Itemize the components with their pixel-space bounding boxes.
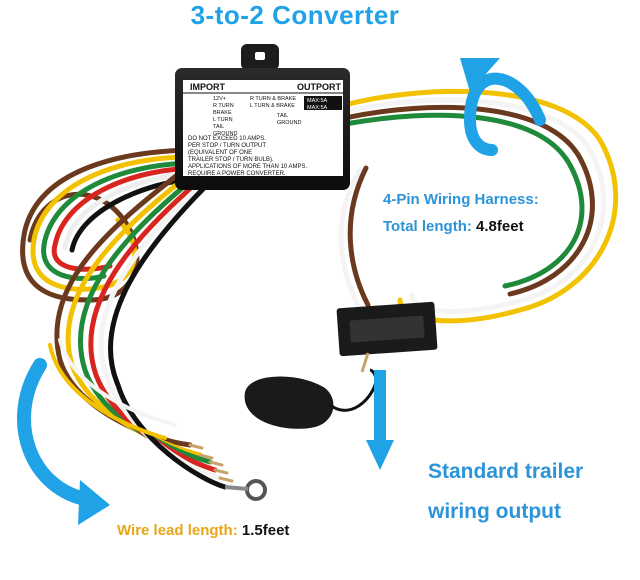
import-header: IMPORT — [190, 82, 226, 92]
harness-callout: 4-Pin Wiring Harness: Total length: 4.8f… — [383, 186, 539, 240]
import-row: 12V+ — [213, 96, 226, 102]
warning-line: REQUIRE A POWER CONVERTER. — [188, 171, 286, 177]
harness-length-value: 4.8feet — [476, 218, 524, 235]
harness-title: 4-Pin Wiring Harness: — [383, 191, 539, 208]
arrow-bottom-left-icon — [17, 358, 110, 525]
lead-length-value: 1.5feet — [241, 522, 290, 539]
import-row: L TURN — [213, 117, 233, 123]
warning-line: PER STOP / TURN OUTPUT — [188, 143, 266, 149]
import-row: BRAKE — [213, 110, 232, 116]
wire-leads — [48, 162, 228, 490]
import-row: TAIL — [213, 124, 224, 130]
output-line-1: Standard trailer — [428, 460, 584, 483]
converter-box — [175, 44, 350, 190]
warning-line: DO NOT EXCEED 10 AMPS. — [188, 136, 266, 142]
output-callout: Standard trailer wiring output — [428, 452, 583, 532]
import-row: GROUND — [213, 131, 237, 137]
warning-line: TRAILER STOP / TURN BULB). — [188, 157, 274, 163]
import-row: R TURN — [213, 103, 234, 109]
lead-length-label: Wire lead length: — [117, 522, 242, 539]
output-line-2: wiring output — [428, 500, 561, 523]
page-title: 3-to-2 Converter — [190, 0, 400, 30]
output-row: L TURN & BRAKE — [250, 103, 295, 109]
warning-line: APPLICATIONS OF MORE THAN 10 AMPS. — [188, 164, 307, 170]
output-header: OUTPORT — [297, 82, 342, 92]
warning-line: (EQUIVALENT OF ONE — [188, 150, 252, 156]
output-harness — [338, 88, 619, 324]
lead-length-callout: Wire lead length: 1.5feet — [117, 522, 289, 539]
arrow-top-right-icon — [460, 58, 546, 156]
max-rating: MAX:5A — [307, 98, 328, 104]
harness-length: Total length: 4.8feet — [383, 213, 539, 240]
harness-length-label: Total length: — [383, 218, 477, 235]
four-pin-connector — [336, 301, 438, 373]
output-row: GROUND — [277, 120, 301, 126]
output-row: R TURN & BRAKE — [250, 96, 296, 102]
max-rating: MAX:5A — [307, 105, 328, 111]
arrow-down-icon — [366, 370, 394, 470]
wire-terminals — [188, 443, 234, 483]
output-row: TAIL — [277, 113, 288, 119]
